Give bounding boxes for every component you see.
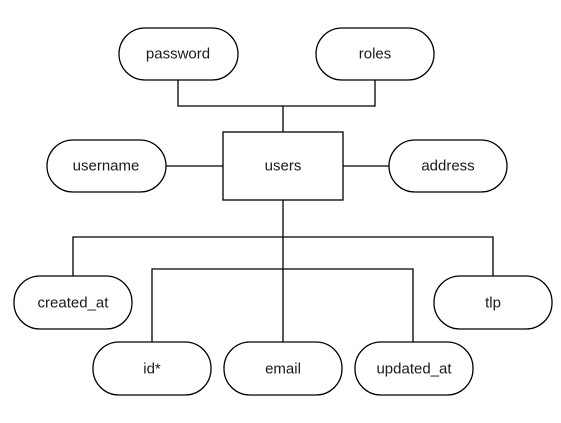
attribute-id[interactable]: id* — [92, 341, 212, 396]
attribute-email[interactable]: email — [223, 341, 343, 396]
attribute-roles[interactable]: roles — [315, 27, 435, 81]
attribute-password[interactable]: password — [118, 27, 239, 81]
connector-created-tlp — [72, 236, 494, 276]
entity-users-box — [222, 131, 344, 201]
attribute-username-label: username — [73, 158, 140, 175]
attribute-username[interactable]: username — [46, 139, 167, 193]
attribute-email-label: email — [265, 361, 301, 378]
attribute-address[interactable]: address — [388, 139, 508, 193]
attribute-created-at-shape — [13, 275, 133, 330]
attribute-roles-shape — [315, 27, 435, 81]
entity-users-label: users — [265, 158, 302, 175]
connectors — [72, 80, 494, 342]
attribute-roles-label: roles — [359, 46, 392, 63]
attribute-updated-at-label: updated_at — [376, 361, 452, 378]
attribute-id-label: id* — [143, 361, 161, 378]
attribute-tlp-label: tlp — [485, 295, 501, 312]
attribute-password-label: password — [146, 46, 210, 63]
attribute-address-shape — [388, 139, 508, 193]
attribute-updated-at-shape — [354, 341, 474, 396]
attribute-tlp[interactable]: tlp — [433, 275, 553, 330]
attribute-email-shape — [223, 341, 343, 396]
connector-password-roles — [177, 80, 376, 107]
attribute-password-shape — [118, 27, 239, 81]
attribute-id-shape — [92, 341, 212, 396]
attribute-created-at-label: created_at — [38, 295, 110, 312]
attribute-username-shape — [46, 139, 167, 193]
attribute-tlp-shape — [433, 275, 553, 330]
entity-users[interactable]: users — [222, 131, 344, 201]
attribute-created-at[interactable]: created_at — [13, 275, 133, 330]
attribute-address-label: address — [421, 158, 474, 175]
attribute-updated-at[interactable]: updated_at — [354, 341, 474, 396]
connector-id-updated — [151, 268, 414, 342]
